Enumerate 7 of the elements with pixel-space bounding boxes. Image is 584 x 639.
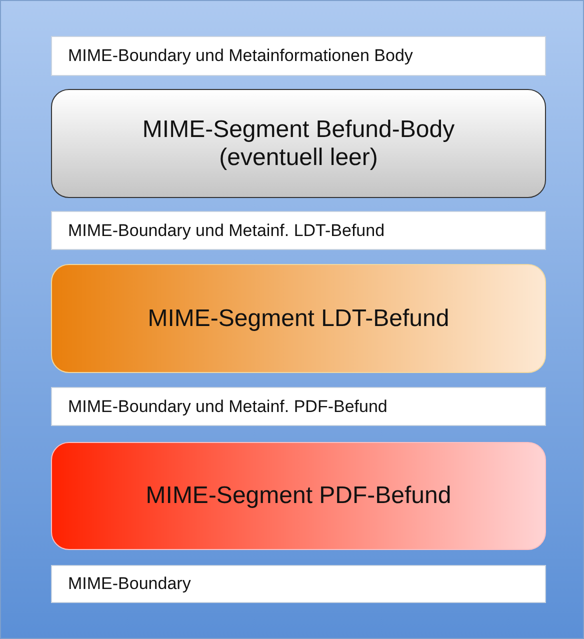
segment-box: MIME-Segment PDF-Befund: [51, 442, 546, 550]
segment-box: MIME-Segment LDT-Befund: [51, 264, 546, 373]
boundary-strip: MIME-Boundary und Metainf. LDT-Befund: [51, 211, 546, 250]
boundary-strip: MIME-Boundary und Metainf. PDF-Befund: [51, 387, 546, 426]
boundary-strip: MIME-Boundary und Metainformationen Body: [51, 36, 546, 76]
segment-box: MIME-Segment Befund-Body (eventuell leer): [51, 89, 546, 198]
boundary-strip: MIME-Boundary: [51, 565, 546, 603]
